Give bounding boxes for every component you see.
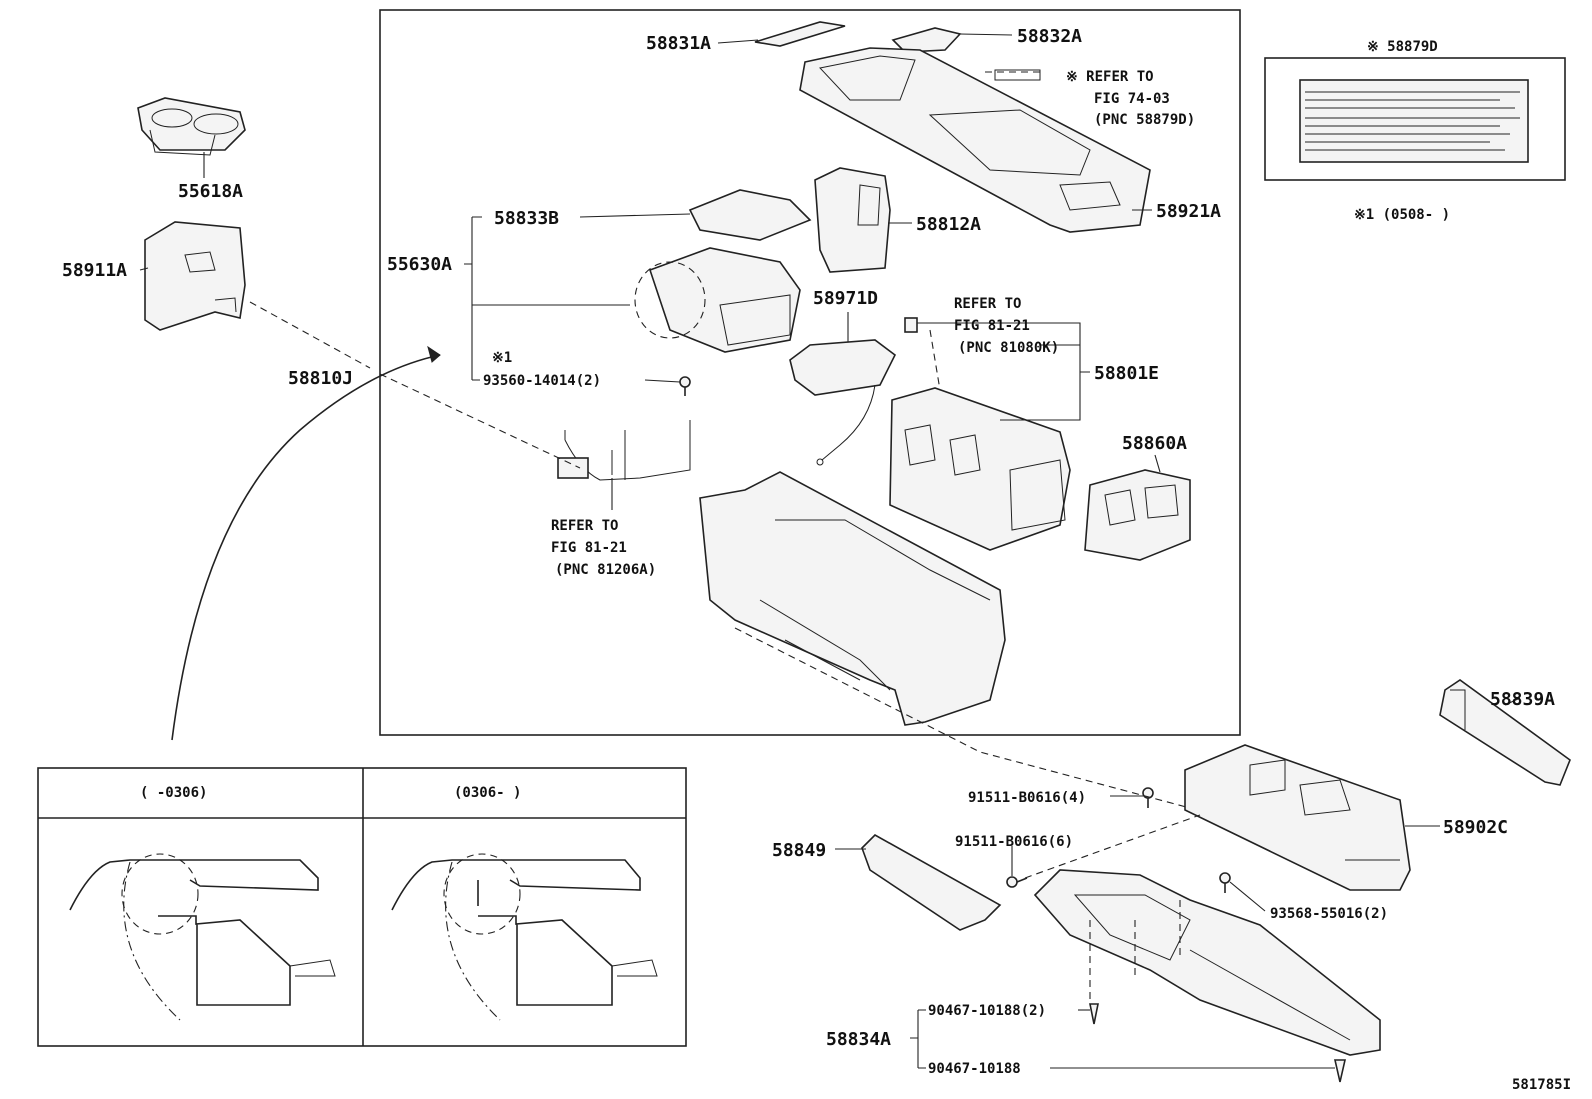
callout-93560-14014[interactable]: 93560-14014(2) — [483, 373, 601, 389]
harness-81206A-shape — [557, 420, 691, 481]
fastener-91511b-shape — [1006, 876, 1028, 888]
connector-58834A — [1089, 900, 1181, 1000]
callout-58921A[interactable]: 58921A — [1156, 201, 1221, 222]
callout-58902C[interactable]: 58902C — [1443, 817, 1508, 838]
callout-93568-55016[interactable]: 93568-55016(2) — [1270, 906, 1388, 922]
bracket-58801E — [917, 322, 1090, 421]
inset-arrow-head — [427, 345, 441, 363]
bracket-58834A — [910, 1009, 926, 1069]
bracket-55630A — [464, 216, 630, 381]
refer-block-81206A[interactable]: REFER TO FIG 81-21 (PNC 81206A) — [551, 518, 656, 578]
warning-label-58879D — [1264, 57, 1566, 181]
part-58812A-shape — [814, 167, 891, 273]
fastener-90467b-shape — [1333, 1059, 1347, 1083]
leader-58839A — [1504, 697, 1521, 706]
part-58902C-shape — [1184, 744, 1411, 891]
callout-91511-B0616-6[interactable]: 91511-B0616(6) — [955, 834, 1073, 850]
callout-58860A[interactable]: 58860A — [1122, 433, 1187, 454]
inset-right-caption: (0306- ) — [454, 785, 521, 801]
callout-58849[interactable]: 58849 — [772, 840, 826, 861]
part-58834A-shape — [1033, 869, 1381, 1056]
callout-58810J[interactable]: 58810J — [288, 368, 353, 389]
part-58921A-shape — [799, 47, 1151, 233]
part-58832A-shape — [891, 27, 962, 53]
part-58860A-shape — [1084, 469, 1191, 561]
callout-58832A[interactable]: 58832A — [1017, 26, 1082, 47]
leader-58833B — [579, 213, 691, 218]
callout-58839A[interactable]: 58839A — [1490, 689, 1555, 710]
fastener-91511a-shape — [1142, 787, 1154, 808]
refer1-line3: (PNC 58879D) — [1094, 112, 1195, 128]
refer1-line1: ※ REFER TO — [1066, 69, 1154, 85]
note-date-range: ※1 (0508- ) — [1354, 207, 1450, 223]
connector-81080K — [929, 329, 941, 391]
main-assembly-frame — [379, 9, 1241, 736]
refer2-line1: REFER TO — [954, 296, 1021, 312]
callout-55618A[interactable]: 55618A — [178, 181, 243, 202]
refer2-line2: FIG 81-21 — [954, 318, 1030, 334]
inset-panel — [37, 767, 687, 1047]
leader-58831A — [717, 39, 759, 44]
fastener-93560-shape — [679, 376, 691, 396]
figure-id: 581785I — [1512, 1077, 1571, 1093]
callout-58812A[interactable]: 58812A — [916, 214, 981, 235]
leader-93560 — [644, 379, 681, 383]
note-mark-1: ※1 — [492, 350, 512, 366]
part-55618A-shape — [137, 97, 246, 156]
callout-58971D[interactable]: 58971D — [813, 288, 878, 309]
refer3-line1: REFER TO — [551, 518, 618, 534]
inset-left-caption: ( -0306) — [140, 785, 207, 801]
part-console-body-shape — [699, 471, 1006, 726]
part-58849-shape — [861, 834, 1002, 931]
inset-arrow-curve — [171, 354, 441, 741]
connector-58810J — [249, 301, 581, 469]
connector-91511b — [1024, 814, 1201, 879]
part-58971D-shape — [789, 339, 897, 466]
callout-58833B[interactable]: 58833B — [494, 208, 559, 229]
leader-58911A — [139, 267, 149, 271]
inset-left-drawing — [69, 853, 336, 1021]
callout-90467-10188-2[interactable]: 90467-10188(2) — [928, 1003, 1046, 1019]
refer3-line3: (PNC 81206A) — [555, 562, 656, 578]
callout-58834A[interactable]: 58834A — [826, 1029, 891, 1050]
part-storage-box-shape — [634, 247, 801, 353]
callout-90467-10188[interactable]: 90467-10188 — [928, 1061, 1021, 1077]
refer-block-81080K[interactable]: REFER TO FIG 81-21 (PNC 81080K) — [954, 296, 1059, 356]
refer3-line2: FIG 81-21 — [551, 540, 627, 556]
callout-55630A[interactable]: 55630A — [387, 254, 452, 275]
fastener-90467a-shape — [1089, 1003, 1099, 1025]
clip-81080K-shape — [904, 317, 918, 333]
callout-58831A[interactable]: 58831A — [646, 33, 711, 54]
callout-58801E[interactable]: 58801E — [1094, 363, 1159, 384]
callout-58911A[interactable]: 58911A — [62, 260, 127, 281]
part-58831A-shape — [754, 21, 846, 47]
leader-93568 — [1229, 881, 1266, 912]
part-58839A-shape — [1439, 679, 1571, 786]
leader-58832A — [959, 33, 1013, 36]
part-58833B-shape — [688, 189, 812, 241]
callout-58879D[interactable]: ※ 58879D — [1367, 39, 1438, 55]
refer2-line3: (PNC 81080K) — [958, 340, 1059, 356]
refer1-line2: FIG 74-03 — [1094, 91, 1170, 107]
part-58801E-shape — [889, 387, 1071, 551]
part-58911A-shape — [144, 221, 246, 331]
fastener-93568-shape — [1219, 872, 1231, 893]
leader-58860A — [1154, 454, 1161, 473]
callout-91511-B0616-4[interactable]: 91511-B0616(4) — [968, 790, 1086, 806]
inset-right-drawing — [391, 853, 658, 1021]
refer-block-58879D[interactable]: ※ REFER TO FIG 74-03 (PNC 58879D) — [1066, 69, 1195, 128]
